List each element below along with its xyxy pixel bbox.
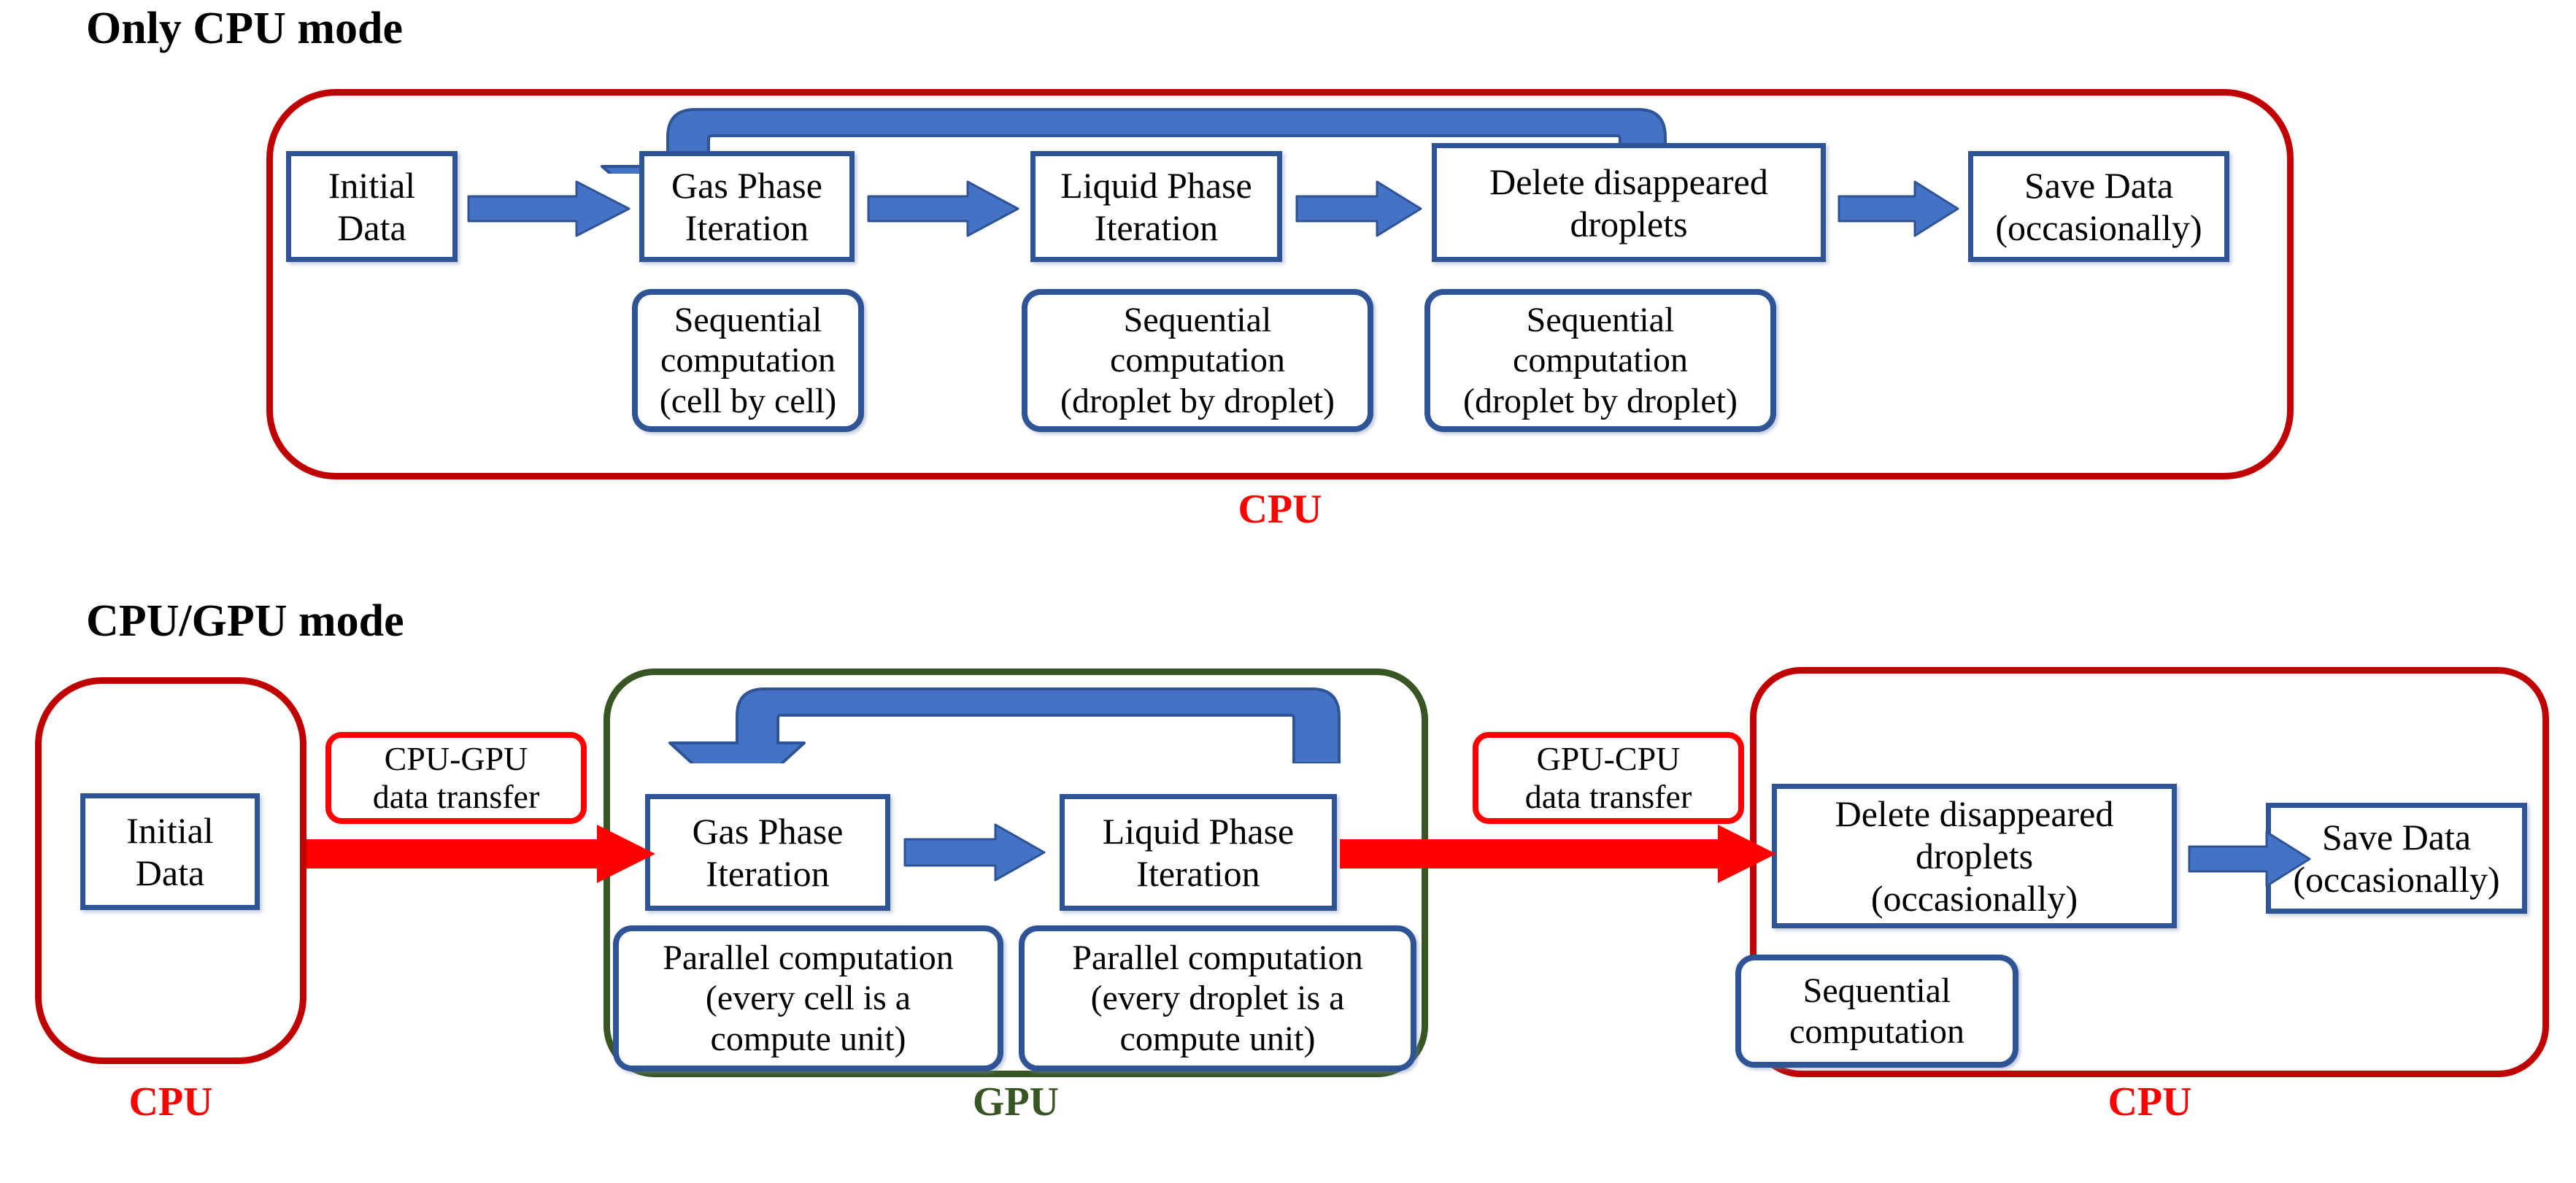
- flow-arrow-gas-to-liquid-row1: [867, 180, 1020, 237]
- flow-arrow-delete-to-save-row2: [2188, 831, 2312, 887]
- note-line: computation: [1789, 1011, 1964, 1051]
- note-line: Sequential: [1123, 301, 1272, 340]
- note-line: compute unit): [710, 1019, 906, 1058]
- note-line: (every cell is a: [705, 979, 911, 1018]
- step-line: droplets: [1570, 203, 1688, 244]
- diagram-title-cpu-gpu-mode: CPU/GPU mode: [86, 596, 404, 646]
- step-line: Delete disappeared: [1489, 161, 1768, 202]
- step-line: Iteration: [706, 853, 830, 894]
- note-box-parallel-every-cell-row2: Parallel computation (every cell is a co…: [613, 925, 1003, 1071]
- step-line: Save Data: [2024, 165, 2174, 206]
- note-box-sequential-droplet-by-droplet-b-row1: Sequential computation (droplet by dropl…: [1424, 289, 1776, 432]
- step-line: Save Data: [2321, 817, 2472, 858]
- transfer-label-gpu-cpu-data-transfer: GPU-CPU data transfer: [1473, 732, 1744, 824]
- step-box-initial-data-row1: Initial Data: [286, 151, 458, 262]
- note-line: (cell by cell): [659, 381, 837, 420]
- note-line: computation: [1513, 341, 1688, 380]
- transfer-label-cpu-gpu-data-transfer: CPU-GPU data transfer: [325, 732, 587, 824]
- cpu-region-outline-row2-right: [1750, 667, 2549, 1077]
- step-line: (occasionally): [1995, 207, 2202, 248]
- note-box-parallel-every-droplet-row2: Parallel computation (every droplet is a…: [1019, 925, 1416, 1071]
- note-line: (droplet by droplet): [1463, 381, 1738, 420]
- note-box-sequential-cell-by-cell-row1: Sequential computation (cell by cell): [632, 289, 864, 432]
- step-line: Liquid Phase: [1102, 811, 1295, 852]
- note-line: Parallel computation: [663, 939, 954, 978]
- step-box-delete-disappeared-droplets-row2: Delete disappeared droplets (occasionall…: [1772, 784, 2177, 928]
- note-line: (every droplet is a: [1090, 979, 1345, 1018]
- transfer-line: data transfer: [1524, 778, 1692, 815]
- note-line: Parallel computation: [1072, 939, 1363, 978]
- step-box-liquid-phase-iteration-row2: Liquid Phase Iteration: [1060, 794, 1337, 911]
- step-box-gas-phase-iteration-row2: Gas Phase Iteration: [645, 794, 890, 911]
- note-line: computation: [1110, 341, 1285, 380]
- transfer-line: data transfer: [372, 778, 540, 815]
- step-line: Gas Phase: [692, 811, 844, 852]
- cpu-region-outline-row2-left: [35, 677, 306, 1064]
- transfer-line: GPU-CPU: [1536, 740, 1681, 778]
- diagram-title-only-cpu-mode: Only CPU mode: [86, 4, 403, 53]
- step-line: Iteration: [1136, 853, 1260, 894]
- hardware-label-cpu-row1: CPU: [1238, 487, 1322, 532]
- step-line: Iteration: [685, 207, 809, 248]
- hardware-label-cpu-row2-left: CPU: [128, 1079, 213, 1125]
- transfer-line: CPU-GPU: [384, 740, 528, 778]
- note-line: Sequential: [1802, 971, 1951, 1011]
- flow-arrow-initial-to-gas-row1: [467, 180, 631, 237]
- step-line: Gas Phase: [671, 165, 822, 206]
- flow-arrow-gas-to-liquid-row2: [903, 823, 1046, 882]
- note-box-sequential-computation-row2: Sequential computation: [1735, 955, 2018, 1068]
- hardware-label-cpu-row2-right: CPU: [2108, 1079, 2192, 1125]
- transfer-arrow-gpu-to-cpu: [1340, 823, 1778, 885]
- note-line: computation: [660, 341, 836, 380]
- step-line: Iteration: [1094, 207, 1219, 248]
- step-line: (occasionally): [2293, 859, 2500, 900]
- step-line: Delete disappeared: [1835, 793, 2114, 834]
- iteration-loop-arrow-row2: [642, 676, 1372, 763]
- step-line: (occasionally): [1870, 878, 2078, 919]
- note-line: Sequential: [674, 301, 822, 340]
- step-box-delete-disappeared-droplets-row1: Delete disappeared droplets: [1432, 143, 1826, 262]
- note-box-sequential-droplet-by-droplet-a-row1: Sequential computation (droplet by dropl…: [1022, 289, 1373, 432]
- step-line: Data: [135, 852, 205, 893]
- flow-arrow-liquid-to-delete-row1: [1295, 180, 1423, 237]
- transfer-arrow-cpu-to-gpu: [306, 823, 657, 885]
- step-box-save-data-row1: Save Data (occasionally): [1968, 151, 2229, 262]
- flow-arrow-delete-to-save-row1: [1837, 180, 1960, 237]
- step-box-initial-data-row2: Initial Data: [80, 793, 260, 910]
- step-box-gas-phase-iteration-row1: Gas Phase Iteration: [639, 151, 855, 262]
- step-line: Liquid Phase: [1060, 165, 1252, 206]
- note-line: Sequential: [1526, 301, 1675, 340]
- step-box-liquid-phase-iteration-row1: Liquid Phase Iteration: [1030, 151, 1282, 262]
- cpu-region-outline-row1: [266, 89, 2294, 479]
- note-line: (droplet by droplet): [1060, 381, 1335, 420]
- step-line: droplets: [1915, 836, 2034, 876]
- note-line: compute unit): [1119, 1019, 1316, 1058]
- step-line: Initial: [328, 165, 416, 206]
- step-line: Data: [337, 207, 406, 248]
- hardware-label-gpu-row2: GPU: [972, 1079, 1060, 1125]
- step-line: Initial: [126, 810, 214, 851]
